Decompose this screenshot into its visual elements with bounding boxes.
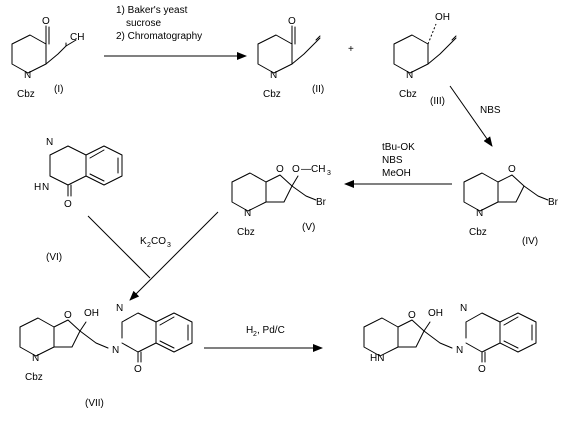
compound-iii: OH N Cbz (III) — [393, 12, 457, 107]
condition-meoh: MeOH — [382, 168, 411, 179]
ring-nitrogen: N — [24, 70, 31, 81]
condition-chromatography: 2) Chromatography — [116, 31, 202, 42]
bromine: Br — [316, 197, 327, 208]
quinazoline-nitrogen-2: N — [456, 345, 463, 356]
hydroxyl-group: OH — [84, 308, 99, 319]
plus-sign: + — [348, 44, 354, 55]
arrow-step-3: tBu-OK NBS MeOH — [344, 142, 452, 188]
reaction-arrow-2 — [449, 85, 493, 147]
compound-v: O O — CH 3 N Cbz Br (V) — [231, 164, 331, 238]
bromine: Br — [548, 197, 559, 208]
label-iv: (IV) — [522, 236, 538, 247]
label-vi: (VI) — [46, 252, 62, 263]
methoxy-oxygen: O — [292, 164, 300, 175]
condition-k2co3-sub1: 2 — [147, 242, 151, 249]
label-v: (V) — [302, 222, 315, 233]
condition-tbuok: tBu-OK — [382, 142, 415, 153]
label-i: (I) — [54, 84, 63, 95]
final-product: O OH HN N N O — [363, 303, 537, 375]
condition-h2-sub: 2 — [253, 331, 257, 338]
allyl-ch2: CH — [70, 32, 84, 43]
carbonyl-oxygen: O — [64, 199, 72, 210]
ketone-oxygen: O — [42, 16, 50, 27]
ring-nitrogen: N — [244, 208, 251, 219]
carbonyl-oxygen: O — [478, 364, 486, 375]
condition-sucrose: sucrose — [126, 18, 161, 29]
condition-k2co3-sub2: 3 — [167, 242, 171, 249]
cbz-group: Cbz — [469, 227, 487, 238]
quinazoline-nitrogen-2: N — [112, 345, 119, 356]
nh-group: H — [34, 182, 41, 193]
compound-i: O N Cbz CH (I) — [11, 16, 84, 100]
hydroxyl-group: OH — [435, 12, 450, 23]
quinazoline-nitrogen: N — [460, 303, 467, 314]
reaction-line-vi — [87, 215, 151, 279]
condition-yeast: 1) Baker's yeast — [116, 5, 188, 16]
compound-vi: N H N O (VI) — [34, 137, 123, 263]
methoxy-methyl: CH — [311, 164, 325, 175]
ring-nitrogen: N — [406, 70, 413, 81]
cbz-group: Cbz — [263, 89, 281, 100]
cbz-group: Cbz — [25, 372, 43, 383]
label-vii: (VII) — [85, 398, 104, 409]
condition-nbs: NBS — [480, 105, 501, 116]
ring-nitrogen-2: N — [42, 182, 49, 193]
ring-oxygen: O — [276, 164, 284, 175]
ketone-oxygen: O — [288, 16, 296, 27]
quinazoline-nitrogen: N — [116, 303, 123, 314]
reaction-arrow-4 — [129, 211, 219, 301]
cbz-group: Cbz — [399, 89, 417, 100]
cbz-group: Cbz — [237, 227, 255, 238]
ring-nh: HN — [370, 353, 384, 364]
label-ii: (II) — [312, 84, 324, 95]
hydroxyl-group: OH — [428, 308, 443, 319]
ring-oxygen: O — [64, 310, 72, 321]
condition-nbs-2: NBS — [382, 155, 403, 166]
condition-k2co3-co: CO — [151, 236, 166, 247]
methoxy-bond: — — [301, 164, 311, 175]
ring-nitrogen: N — [32, 353, 39, 364]
arrow-step-2: NBS — [449, 85, 501, 147]
ring-oxygen: O — [408, 310, 416, 321]
compound-ii: O N Cbz (II) — [257, 16, 324, 100]
condition-pdc: , Pd/C — [257, 325, 285, 336]
compound-vii: O OH N Cbz N N O (VII) — [19, 303, 193, 409]
ring-nitrogen: N — [46, 137, 53, 148]
label-iii: (III) — [430, 96, 445, 107]
ring-nitrogen: N — [476, 208, 483, 219]
compound-iv: O N Cbz Br (IV) — [463, 164, 559, 247]
ring-nitrogen: N — [270, 70, 277, 81]
condition-h2-h: H — [246, 325, 253, 336]
cbz-group: Cbz — [17, 89, 35, 100]
ring-oxygen: O — [508, 164, 516, 175]
condition-k2co3-k: K — [140, 236, 147, 247]
methyl-subscript: 3 — [327, 170, 331, 177]
carbonyl-oxygen: O — [134, 364, 142, 375]
arrow-step-1: 1) Baker's yeast sucrose 2) Chromatograp… — [104, 5, 247, 60]
arrow-step-4: K 2 CO 3 — [87, 211, 219, 301]
arrow-step-5: H 2 , Pd/C — [204, 325, 323, 352]
